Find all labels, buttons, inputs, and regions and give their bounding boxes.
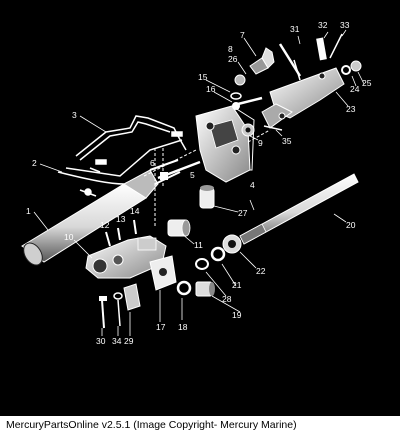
callout-7: 7 (240, 30, 245, 40)
callout-12: 12 (100, 220, 110, 230)
part-5-shaft (157, 160, 201, 180)
callout-28: 28 (222, 294, 232, 304)
part-7-knob (249, 47, 275, 75)
footer-caption: MercuryPartsOnline v2.5.1 (Image Copyrig… (6, 419, 297, 431)
part-33-pin (293, 33, 343, 81)
part-14-screw (133, 219, 137, 235)
callout-5: 5 (190, 170, 195, 180)
part-35-screw (263, 125, 283, 131)
callout-26: 26 (228, 54, 238, 64)
part-28-washer (195, 258, 209, 270)
callout-22: 22 (256, 266, 266, 276)
callout-34: 34 (112, 336, 122, 346)
exploded-parts-diagram: 1 2 3 4 5 6 7 8 9 10 11 12 13 14 15 16 1… (21, 20, 372, 346)
part-4-support-bracket (195, 105, 255, 183)
part-23-steering-arm (261, 67, 345, 129)
callout-2: 2 (32, 158, 37, 168)
copyright-footer: MercuryPartsOnline v2.5.1 (Image Copyrig… (0, 416, 400, 435)
part-34-washer (113, 292, 123, 327)
callout-21: 21 (232, 280, 242, 290)
callout-35: 35 (282, 136, 292, 146)
callout-18: 18 (178, 322, 188, 332)
part-29-clip (123, 283, 141, 311)
part-1-steering-tube (21, 159, 181, 266)
callout-6: 6 (150, 158, 155, 168)
part-20-shaft (239, 173, 359, 245)
part-19-sleeve (195, 281, 215, 297)
part-16-bolt (232, 96, 263, 110)
callout-17: 17 (156, 322, 166, 332)
callout-16: 16 (206, 84, 216, 94)
part-9-bushing (241, 123, 255, 137)
callout-29: 29 (124, 336, 134, 346)
part-3-tubing (75, 115, 187, 173)
callout-20: 20 (346, 220, 356, 230)
part-22-ring (222, 234, 242, 254)
part-27-sleeve (199, 185, 215, 209)
callout-31: 31 (290, 24, 300, 34)
callout-11: 11 (194, 240, 203, 250)
part-25-nut (350, 60, 362, 72)
callout-10: 10 (64, 232, 74, 242)
part-17-clamp (149, 255, 177, 291)
part-26-nut (234, 74, 246, 86)
callout-4: 4 (250, 180, 255, 190)
part-18-washer (176, 280, 192, 296)
callout-13: 13 (116, 214, 126, 224)
callout-30: 30 (96, 336, 106, 346)
callout-24: 24 (350, 84, 360, 94)
part-15-washer (230, 92, 242, 100)
leader-lines (33, 29, 365, 336)
callout-3: 3 (72, 110, 77, 120)
callout-1: 1 (26, 206, 31, 216)
part-21-ring (210, 246, 226, 262)
part-13-screw (117, 227, 121, 241)
part-32-pin (316, 37, 327, 61)
part-10-actuator (85, 235, 167, 279)
callout-23: 23 (346, 104, 356, 114)
callout-14: 14 (130, 206, 140, 216)
part-30-bolt (99, 296, 107, 329)
part-11-coupler (167, 219, 191, 237)
callout-9: 9 (258, 138, 263, 148)
callout-25: 25 (362, 78, 372, 88)
callout-32: 32 (318, 20, 328, 30)
callout-15: 15 (198, 72, 208, 82)
callout-33: 33 (340, 20, 350, 30)
callout-labels: 1 2 3 4 5 6 7 8 9 10 11 12 13 14 15 16 1… (26, 20, 372, 346)
callout-27: 27 (238, 208, 248, 218)
part-12-screw (105, 231, 111, 247)
callout-8: 8 (228, 44, 233, 54)
part-24-washer (341, 65, 351, 75)
part-2-cable (57, 139, 183, 197)
callout-19: 19 (232, 310, 242, 320)
